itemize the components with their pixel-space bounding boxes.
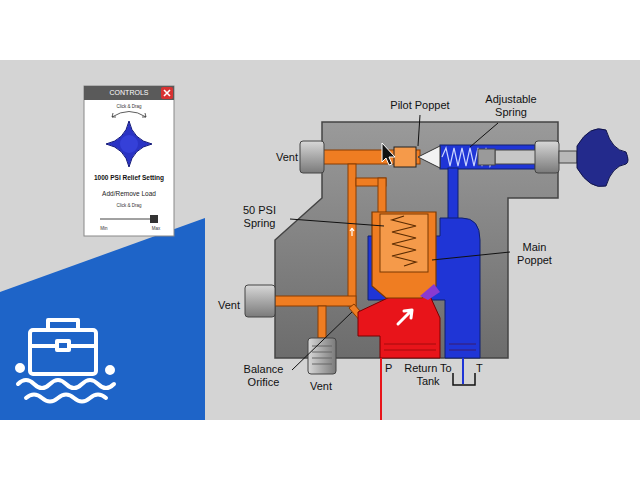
control-panel-frame bbox=[84, 86, 174, 236]
port-letter: P bbox=[385, 362, 399, 375]
tank-line bbox=[462, 358, 464, 384]
spring-guide bbox=[478, 149, 495, 165]
port-letter: T bbox=[476, 362, 490, 375]
pressure-inlet bbox=[358, 296, 440, 358]
slider-end-label: Max bbox=[152, 226, 161, 232]
rotate-arrow bbox=[112, 112, 146, 118]
close-button bbox=[161, 87, 173, 99]
adjustable-spring bbox=[442, 148, 494, 166]
load-slider-track bbox=[100, 219, 158, 220]
pilot-poppet bbox=[418, 146, 440, 168]
part-label: Main Poppet bbox=[512, 241, 557, 267]
part-label: 50 PSI Spring bbox=[232, 204, 287, 230]
knob-hub bbox=[120, 135, 138, 153]
panel-header bbox=[84, 86, 174, 100]
valve-body bbox=[275, 122, 558, 358]
vent-fitting bbox=[245, 141, 336, 374]
part-label: Vent bbox=[262, 151, 298, 164]
main-spring bbox=[392, 216, 416, 266]
tank-symbol bbox=[453, 373, 475, 385]
flow-arrow bbox=[398, 310, 412, 324]
panel-text: Add/Remove Load bbox=[102, 190, 156, 198]
panel-text: Click & Drag bbox=[116, 203, 141, 209]
mouse-cursor bbox=[382, 143, 395, 165]
port-thread bbox=[384, 344, 476, 350]
rotate-arrow-head bbox=[112, 113, 146, 117]
part-label: Balance Orifice bbox=[236, 363, 291, 389]
toolbox-icon bbox=[17, 320, 114, 402]
slider-end-label: Min bbox=[100, 226, 107, 232]
part-label: Vent bbox=[204, 299, 240, 312]
pressure-line bbox=[380, 358, 382, 420]
poppet-bore bbox=[380, 214, 428, 272]
flow-arrow bbox=[350, 228, 354, 236]
background-band bbox=[0, 60, 640, 420]
adjusting-knob bbox=[577, 129, 628, 187]
part-label: Return To Tank bbox=[402, 362, 454, 388]
part-label: Vent bbox=[302, 380, 340, 393]
close-cross bbox=[164, 90, 170, 96]
panel-text: 1000 PSI Relief Setting bbox=[94, 174, 164, 182]
pilot-seat bbox=[394, 147, 416, 167]
panel-text: Click & Drag bbox=[116, 104, 141, 110]
leader-line bbox=[290, 115, 510, 370]
seat-edge bbox=[420, 284, 440, 300]
control-panel: CONTROLS Click & Drag 1000 PSI Relief Sett… bbox=[84, 86, 174, 236]
screw-stem bbox=[559, 151, 577, 163]
corner-band bbox=[0, 218, 205, 420]
part-label: Pilot Poppet bbox=[380, 99, 460, 112]
panel-body bbox=[84, 86, 174, 236]
lock-nut bbox=[535, 141, 559, 173]
main-poppet bbox=[372, 212, 436, 298]
part-label: Adjustable Spring bbox=[479, 93, 543, 119]
pressure-knob bbox=[106, 121, 152, 167]
load-slider-handle bbox=[150, 215, 158, 223]
panel-title: CONTROLS bbox=[110, 89, 149, 98]
